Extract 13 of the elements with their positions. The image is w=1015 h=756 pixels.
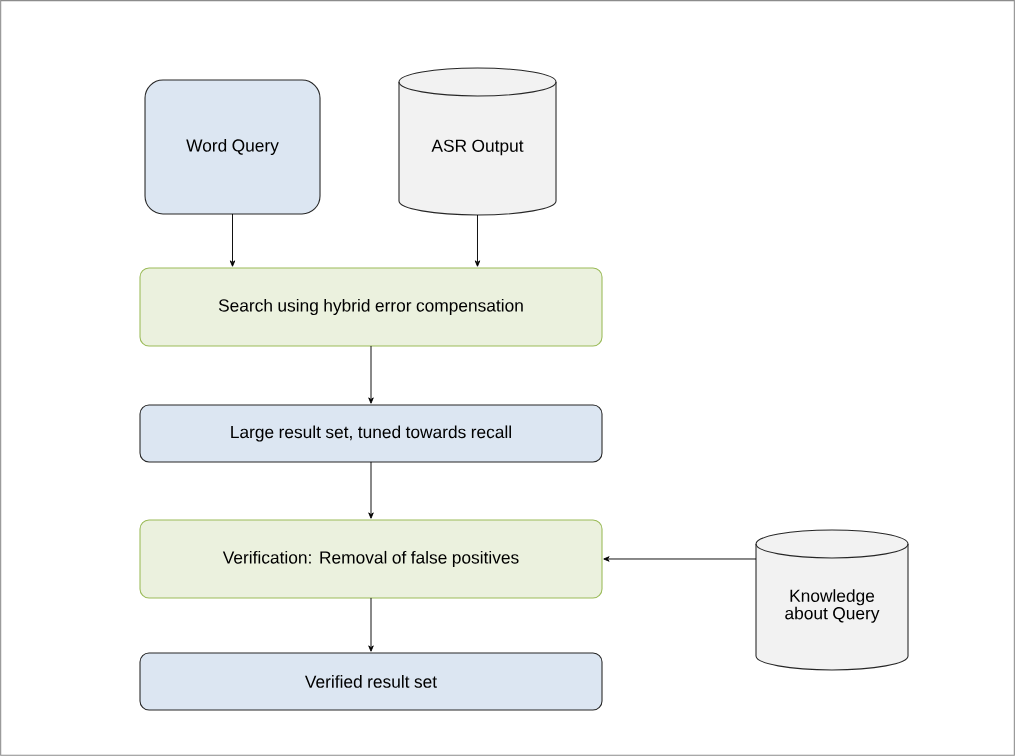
arrow — [474, 214, 481, 267]
arrow — [368, 461, 374, 519]
arrow — [603, 556, 757, 562]
database-cylinder: Knowledge about Query — [755, 529, 909, 671]
database-cylinder: ASR Output — [398, 67, 557, 216]
arrow — [229, 213, 236, 267]
arrow — [368, 345, 374, 404]
result-box: Verified result set — [139, 652, 603, 711]
query-box: Word Query — [144, 79, 321, 215]
result-box: Large result set, tuned towards recall — [139, 404, 603, 463]
process-box: Verification: Removal of false positives — [139, 519, 603, 599]
arrow — [368, 597, 374, 652]
process-box: Search using hybrid error compensation — [139, 267, 603, 347]
